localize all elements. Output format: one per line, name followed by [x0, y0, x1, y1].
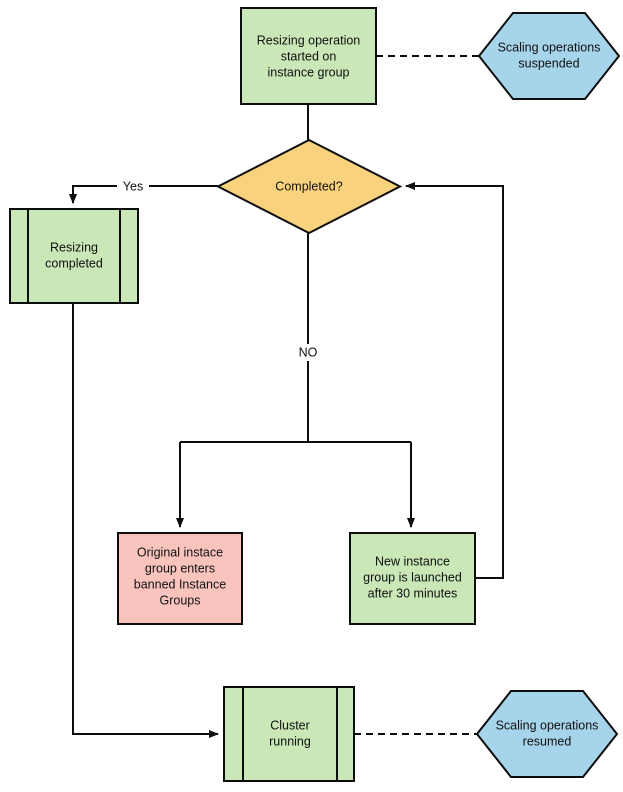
yes-label-backing [117, 178, 149, 194]
node-completed-decision-label: Completed? [275, 179, 342, 193]
node-cluster-running-line-1: Cluster [270, 718, 310, 732]
edge-decision-no: NO [291, 233, 325, 442]
node-banned-line-3: banned Instance [134, 577, 226, 591]
node-resizing-started[interactable]: Resizing operation started on instance g… [240, 7, 377, 105]
node-new-group-line-3: after 30 minutes [368, 586, 458, 600]
node-banned-line-2: group enters [145, 561, 215, 575]
node-new-instance-group[interactable]: New instance group is launched after 30 … [349, 532, 476, 625]
node-resizing-started-line-1: Resizing operation [257, 33, 361, 47]
node-cluster-running[interactable]: Cluster running [223, 686, 355, 782]
node-completed-decision[interactable]: Completed? [215, 138, 403, 235]
edge-label-yes: Yes [123, 179, 143, 193]
edge-new-group-feedback [405, 182, 504, 579]
node-banned-line-1: Original instace [137, 545, 223, 559]
node-new-group-line-2: group is launched [363, 570, 462, 584]
node-resizing-completed-line-1: Resizing [50, 240, 98, 254]
no-label-backing [291, 344, 325, 361]
node-scaling-resumed-line-2: resumed [523, 734, 572, 748]
node-scaling-suspended-line-1: Scaling operations [498, 40, 601, 54]
node-resizing-completed[interactable]: Resizing completed [9, 208, 139, 304]
node-scaling-resumed[interactable]: Scaling operations resumed [475, 690, 619, 778]
node-scaling-suspended[interactable]: Scaling operations suspended [477, 12, 621, 100]
node-resizing-completed-line-2: completed [45, 256, 103, 270]
node-resizing-started-line-3: instance group [267, 65, 349, 79]
edge-resizing-completed-to-cluster [72, 303, 219, 738]
node-scaling-resumed-line-1: Scaling operations [496, 718, 599, 732]
node-new-group-line-1: New instance [375, 554, 450, 568]
node-cluster-running-line-2: running [269, 734, 311, 748]
node-scaling-suspended-line-2: suspended [518, 56, 579, 70]
node-banned-line-4: Groups [160, 593, 201, 607]
node-resizing-started-line-2: started on [281, 49, 337, 63]
edge-label-no: NO [299, 345, 318, 359]
node-banned-instance-groups[interactable]: Original instace group enters banned Ins… [117, 532, 243, 625]
edge-decision-yes: Yes [69, 178, 218, 204]
